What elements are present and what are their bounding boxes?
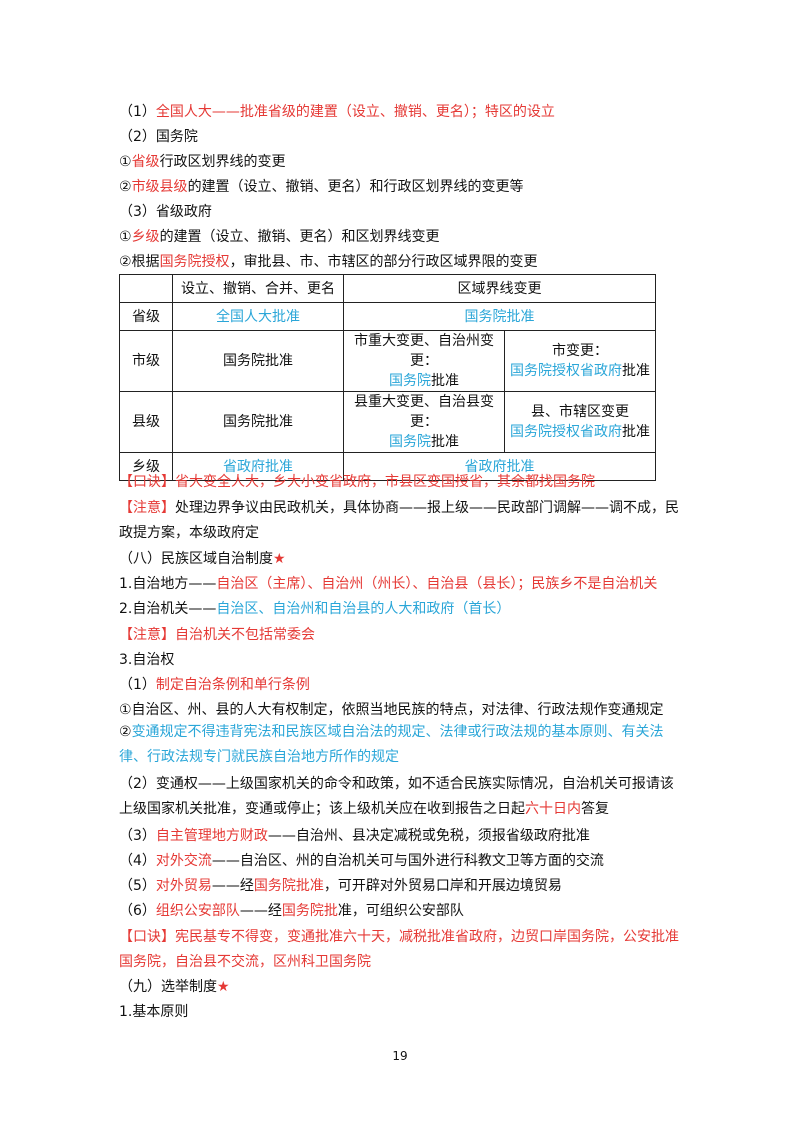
line-flexible-limits: ②变通规定不得违背宪法和民族区域自治法的规定、法律或行政法规的基本原则、有关法律… — [119, 724, 664, 765]
line-provincial-gov: （3）省级政府 — [119, 204, 212, 220]
header-establish: 设立、撤销、合并、更名 — [172, 274, 344, 303]
note-standing-committee: 【注意】自治机关不包括常委会 — [119, 627, 315, 643]
line-authorization: ②根据国务院授权，审批县、市、市辖区的部分行政区域界限的变更 — [119, 254, 538, 270]
table-row-city: 市级 国务院批准 市重大变更、自治州变更： 国务院批准 市变更： 国务院授权省政… — [119, 330, 656, 392]
table-row-county: 县级 国务院批准 县重大变更、自治县变更： 国务院批准 县、市辖区变更 国务院授… — [119, 391, 656, 453]
table-header-row: 设立、撤销、合并、更名 区域界线变更 — [119, 274, 656, 303]
star-icon: ★ — [217, 979, 230, 995]
line-regulations: （1）制定自治条例和单行条例 — [119, 677, 310, 693]
line-city-county: ②市级县级的建置（设立、撤销、更名）和行政区划界线的变更等 — [119, 179, 524, 195]
line-people-congress-power: ①自治区、州、县的人大有权制定，依照当地民族的特点，对法律、行政法规作变通规定 — [119, 702, 664, 718]
table-row-township: 乡级 省政府批准 省政府批准 — [119, 452, 656, 481]
line-finance: （3）自主管理地方财政——自治州、县决定减税或免税，须报省级政府批准 — [119, 828, 590, 844]
section-heading-autonomy: （八）民族区域自治制度★ — [119, 551, 286, 567]
page-number: 19 — [392, 1049, 408, 1063]
line-basic-principles: 1.基本原则 — [119, 1004, 189, 1020]
star-icon: ★ — [273, 551, 286, 567]
line-external-exchange: （4）对外交流——自治区、州的自治机关可与国外进行科教文卫等方面的交流 — [119, 853, 604, 869]
line-autonomy-rights: 3.自治权 — [119, 652, 175, 668]
line-autonomous-areas: 1.自治地方——自治区（主席）、自治州（州长）、自治县（县长）；民族乡不是自治机… — [119, 576, 658, 592]
mnemonic-2: 【口诀】宪民基专不得变，变通批准六十天，减税批准省政府，边贸口岸国务院，公安批准… — [119, 929, 679, 970]
line-npc-approval: （1）全国人大——批准省级的建置（设立、撤销、更名）；特区的设立 — [119, 102, 555, 122]
mnemonic-1: 【口诀】省大变全人大，乡大小变省政府，市县区变国授省，其余都找国务院 — [119, 474, 595, 490]
line-flexibility-right: （2）变通权——上级国家机关的命令和政策，如不适合民族实际情况，自治机关可报请该… — [119, 776, 674, 817]
line-external-trade: （5）对外贸易——经国务院批准，可开辟对外贸易口岸和开展边境贸易 — [119, 878, 562, 894]
note-boundary-dispute: 【注意】处理边界争议由民政机关，具体协商——报上级——民政部门调解——调不成，民… — [119, 500, 679, 541]
npc-approval-text: 全国人大——批准省级的建置（设立、撤销、更名）；特区的设立 — [155, 104, 555, 120]
approval-table: 设立、撤销、合并、更名 区域界线变更 省级 全国人大批准 国务院批准 市级 国务… — [119, 274, 656, 481]
table-row-provincial: 省级 全国人大批准 国务院批准 — [119, 302, 656, 331]
section-heading-election: （九）选举制度★ — [119, 979, 230, 995]
header-boundary: 区域界线变更 — [343, 274, 656, 303]
item-number: （1） — [119, 104, 156, 120]
line-state-council: （2）国务院 — [119, 129, 198, 145]
line-provincial-boundary: ①省级行政区划界线的变更 — [119, 154, 286, 170]
line-township: ①乡级的建置（设立、撤销、更名）和区划界线变更 — [119, 229, 440, 245]
line-public-security: （6）组织公安部队——经国务院批准，可组织公安部队 — [119, 903, 464, 919]
line-autonomous-organs: 2.自治机关——自治区、自治州和自治县的人大和政府（首长） — [119, 601, 511, 617]
